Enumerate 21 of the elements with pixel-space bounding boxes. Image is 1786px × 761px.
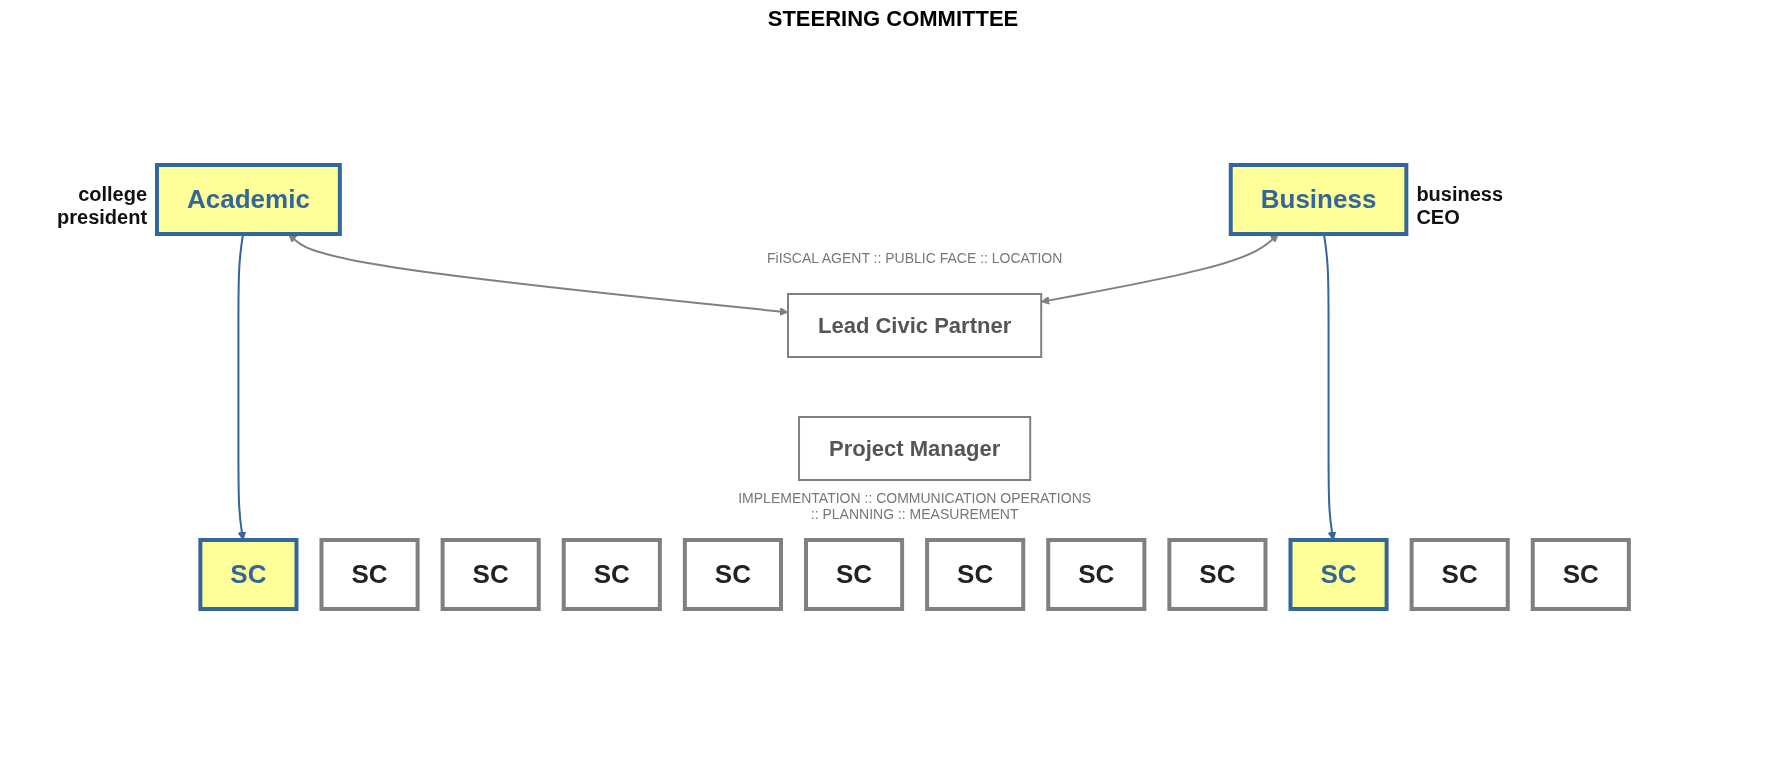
node-box: SC <box>440 538 541 611</box>
node-box: SC <box>561 538 662 611</box>
node-annotation: college president <box>56 182 148 229</box>
node-box: Project Manager <box>798 416 1032 481</box>
section-heading: STEERING COMMITTEE <box>766 6 1020 32</box>
node-box: SC <box>1046 538 1147 611</box>
node-box: SC <box>198 538 299 611</box>
node-box: SC <box>1409 538 1510 611</box>
node-box: Business <box>1228 163 1409 236</box>
node-box: SC <box>804 538 905 611</box>
node-box: Lead Civic Partner <box>787 293 1043 358</box>
node-annotation: business CEO <box>1416 182 1505 229</box>
node-box: SC <box>682 538 784 611</box>
node-box: Academic <box>155 163 342 236</box>
node-annotation: FiISCAL AGENT :: PUBLIC FACE :: LOCATION <box>766 250 1064 266</box>
node-box: SC <box>1288 538 1389 611</box>
node-box: SC <box>319 538 420 611</box>
node-box: SC <box>925 538 1026 611</box>
node-box: SC <box>1167 538 1268 611</box>
node-box: SC <box>1530 538 1631 611</box>
node-annotation: IMPLEMENTATION :: COMMUNICATION OPERATIONS :: PLANNING :: MEASUREMENT <box>737 490 1093 522</box>
